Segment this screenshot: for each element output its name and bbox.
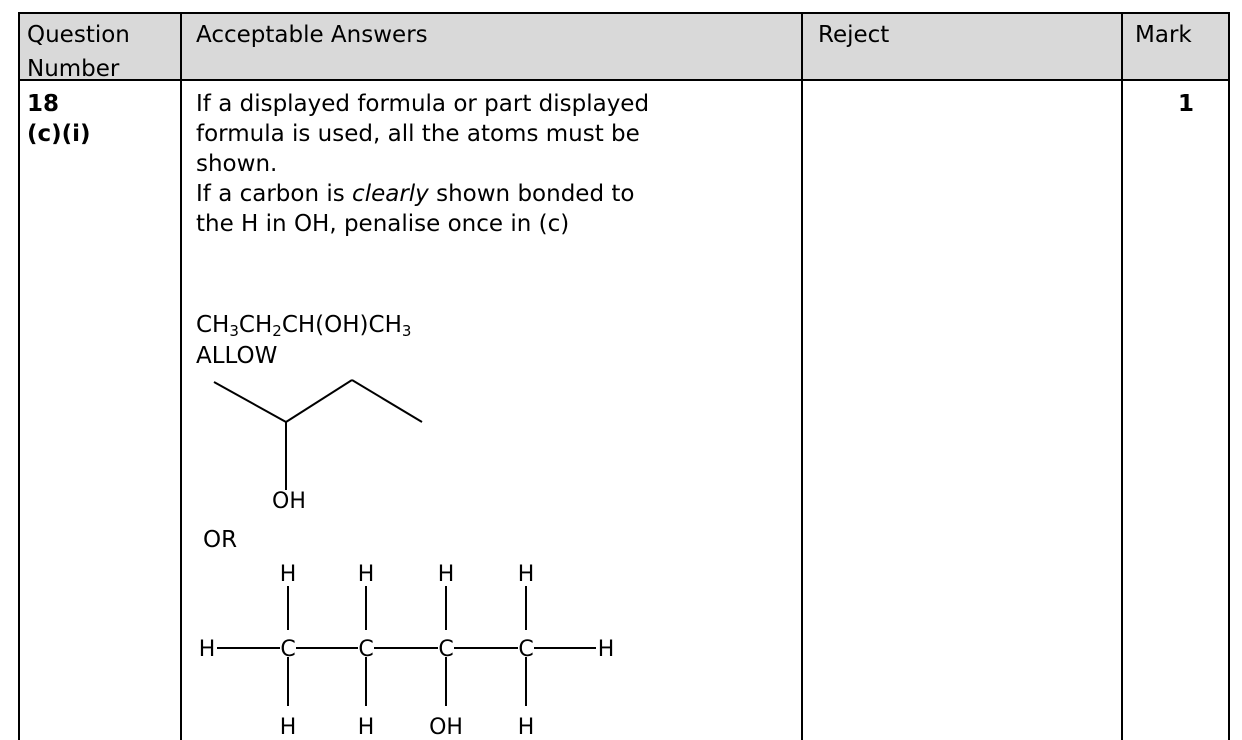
- top-h-4: H: [518, 562, 535, 587]
- right-h: H: [598, 637, 615, 662]
- header-question-number-line2: Number: [27, 56, 120, 82]
- col-border-1: [180, 12, 182, 740]
- allow-label: ALLOW: [196, 343, 278, 369]
- top-h-1: H: [280, 562, 297, 587]
- col-border-right: [1228, 12, 1230, 740]
- header-divider: [18, 79, 1230, 81]
- bottom-h-2: H: [358, 715, 375, 740]
- bottom-h-4: H: [518, 715, 535, 740]
- condensed-formula: CH3CH2CH(OH)CH3: [196, 312, 412, 340]
- answer-line-5: the H in OH, penalise once in (c): [196, 211, 570, 237]
- question-part: (c)(i): [27, 121, 91, 147]
- col-border-3: [1121, 12, 1123, 740]
- top-h-3: H: [438, 562, 455, 587]
- carbon-3: C: [438, 637, 453, 662]
- carbon-2: C: [358, 637, 373, 662]
- header-row-background: [18, 12, 1230, 79]
- answer-line-1: If a displayed formula or part displayed: [196, 91, 650, 117]
- header-mark: Mark: [1135, 22, 1192, 48]
- or-label: OR: [203, 527, 238, 553]
- bottom-oh: OH: [429, 715, 463, 740]
- question-number: 18: [27, 91, 60, 117]
- carbon-4: C: [518, 637, 533, 662]
- bottom-h-1: H: [280, 715, 297, 740]
- carbon-1: C: [280, 637, 295, 662]
- header-question-number-line1: Question: [27, 22, 130, 48]
- header-reject: Reject: [818, 22, 890, 48]
- answer-line-2: formula is used, all the atoms must be: [196, 121, 640, 147]
- table-border-top: [18, 12, 1230, 14]
- header-acceptable-answers: Acceptable Answers: [196, 22, 428, 48]
- mark-value: 1: [1178, 91, 1195, 117]
- top-h-2: H: [358, 562, 375, 587]
- skeletal-oh-label: OH: [272, 489, 306, 514]
- answer-line-4: If a carbon is clearly shown bonded to: [196, 181, 635, 207]
- col-border-left: [18, 12, 20, 740]
- col-border-2: [801, 12, 803, 740]
- left-h: H: [199, 637, 216, 662]
- emphasis-clearly: clearly: [352, 181, 429, 207]
- answer-line-3: shown.: [196, 151, 278, 177]
